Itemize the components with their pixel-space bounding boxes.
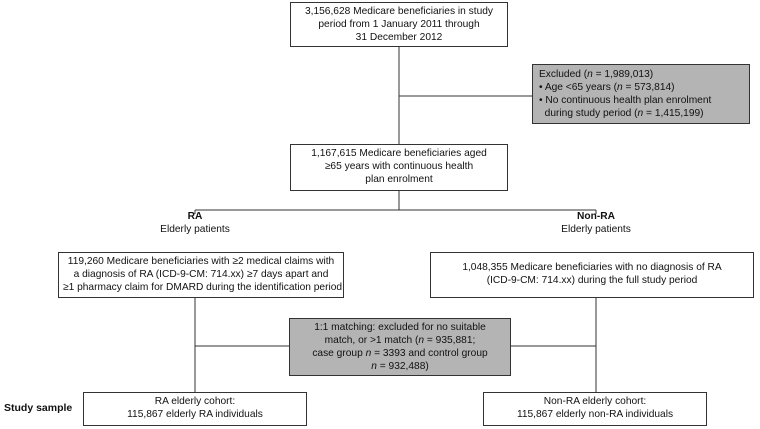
matching-line-2: match, or >1 match (n = 935,881;	[324, 334, 476, 346]
ra-group-title: RA	[187, 211, 203, 222]
ra-cohort-line-1: RA elderly cohort:	[154, 396, 236, 407]
excluded-box: Excluded (n = 1,989,013) • Age <65 years…	[532, 64, 750, 124]
excluded-enrolment-item-line-2: during study period (n = 1,415,199)	[539, 107, 704, 119]
matching-line-4: n = 932,488)	[371, 360, 429, 372]
total-beneficiaries-line-1: 3,156,628 Medicare beneficiaries in stud…	[304, 6, 494, 17]
total-beneficiaries-line-3: 31 December 2012	[355, 31, 443, 43]
ra-group-header: RA Elderly patients	[145, 211, 245, 237]
non-ra-beneficiaries-line-1: 1,048,355 Medicare beneficiaries with no…	[462, 262, 722, 273]
non-ra-beneficiaries-line-2: (ICD-9-CM: 714.xx) during the full study…	[486, 274, 698, 286]
total-beneficiaries-box: 3,156,628 Medicare beneficiaries in stud…	[290, 2, 508, 47]
matching-line-1: 1:1 matching: excluded for no suitable	[314, 322, 486, 333]
non-ra-beneficiaries-box: 1,048,355 Medicare beneficiaries with no…	[430, 252, 754, 298]
excluded-title: Excluded (n = 1,989,013)	[539, 69, 654, 80]
matching-box: 1:1 matching: excluded for no suitable m…	[289, 318, 511, 376]
total-beneficiaries-line-2: period from 1 January 2011 through	[318, 18, 480, 30]
ra-beneficiaries-line-3: ≥1 pharmacy claim for DMARD during the i…	[63, 281, 343, 293]
non-ra-group-title: Non-RA	[577, 211, 615, 222]
excluded-age-item: • Age <65 years (n = 573,814)	[539, 81, 675, 93]
eligible-beneficiaries-line-2: ≥65 years with continuous health	[324, 160, 474, 172]
ra-cohort-box: RA elderly cohort: 115,867 elderly RA in…	[83, 392, 307, 426]
ra-beneficiaries-line-2: a diagnosis of RA (ICD-9-CM: 714.xx) ≥7 …	[73, 268, 329, 280]
ra-cohort-line-2: 115,867 elderly RA individuals	[127, 408, 263, 420]
non-ra-cohort-line-2: 115,867 elderly non-RA individuals	[516, 408, 674, 420]
excluded-enrolment-item-line-1: • No continuous health plan enrolment	[539, 94, 712, 106]
non-ra-group-header: Non-RA Elderly patients	[546, 211, 646, 237]
non-ra-cohort-box: Non-RA elderly cohort: 115,867 elderly n…	[483, 392, 707, 426]
study-sample-label: Study sample	[4, 402, 73, 414]
non-ra-group-subtitle: Elderly patients	[561, 223, 631, 235]
ra-group-subtitle: Elderly patients	[160, 223, 230, 235]
non-ra-cohort-line-1: Non-RA elderly cohort:	[543, 396, 647, 407]
ra-beneficiaries-box: 119,260 Medicare beneficiaries with ≥2 m…	[58, 252, 344, 298]
matching-line-3: case group n = 3393 and control group	[312, 347, 488, 359]
eligible-beneficiaries-box: 1,167,615 Medicare beneficiaries aged ≥6…	[290, 144, 508, 191]
eligible-beneficiaries-line-1: 1,167,615 Medicare beneficiaries aged	[311, 148, 487, 159]
ra-beneficiaries-line-1: 119,260 Medicare beneficiaries with ≥2 m…	[67, 256, 335, 267]
eligible-beneficiaries-line-3: plan enrolment	[365, 173, 433, 185]
